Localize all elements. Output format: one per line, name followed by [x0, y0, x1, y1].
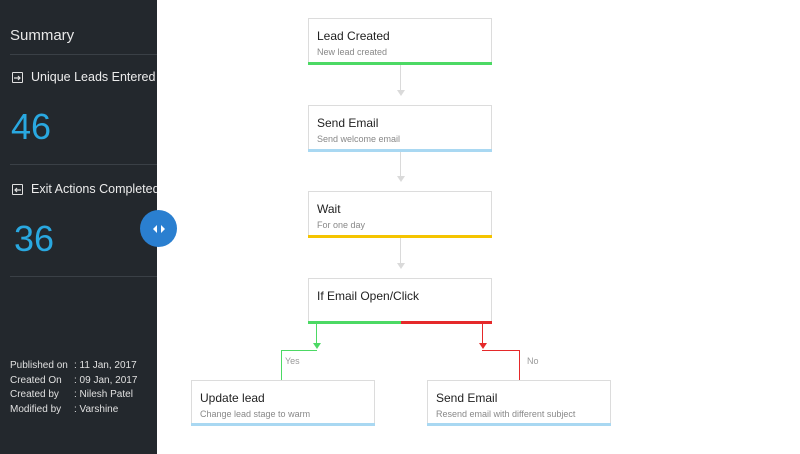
node-title: Lead Created: [317, 29, 390, 43]
node-subtitle: Resend email with different subject: [436, 409, 576, 419]
divider: [10, 54, 157, 55]
no-branch-line: [482, 350, 520, 351]
node-status-bar: [191, 423, 375, 426]
yes-branch-line: [281, 350, 317, 351]
stat-value-unique-leads: 46: [11, 106, 52, 147]
sidebar-title: Summary: [10, 27, 75, 44]
flow-node-if-email-open[interactable]: If Email Open/Click: [308, 278, 492, 324]
summary-sidebar: Summary Unique Leads Entered 46 Exit Act…: [0, 0, 157, 454]
node-status-bar: [308, 235, 492, 238]
sidebar-toggle-button[interactable]: [140, 210, 177, 247]
expand-collapse-icon: [152, 224, 165, 233]
yes-branch-label: Yes: [285, 356, 300, 366]
no-branch-line: [519, 350, 520, 380]
node-status-bar: [308, 149, 492, 152]
arrow-down-icon: [397, 176, 405, 182]
stat-label-unique-leads: Unique Leads Entered: [12, 70, 155, 84]
divider: [10, 164, 157, 165]
meta-created-by: Created by : Nilesh Patel: [10, 389, 133, 400]
node-status-bar: [427, 423, 611, 426]
node-yes-bar: [308, 321, 401, 324]
divider: [10, 276, 157, 277]
exit-icon: [12, 183, 23, 195]
node-title: Send Email: [436, 391, 498, 405]
node-title: Update lead: [200, 391, 265, 405]
node-title: Wait: [317, 202, 341, 216]
node-subtitle: Send welcome email: [317, 134, 401, 144]
yes-branch-line: [281, 350, 282, 380]
flow-node-update-lead[interactable]: Update lead Change lead stage to warm: [191, 380, 375, 426]
connector: [400, 238, 401, 263]
node-title: If Email Open/Click: [317, 289, 420, 303]
node-title: Send Email: [317, 116, 379, 130]
meta-created-on: Created On : 09 Jan, 2017: [10, 374, 138, 386]
node-subtitle: New lead created: [317, 47, 388, 57]
stat-value-exit-actions: 36: [14, 218, 55, 259]
no-branch-label: No: [527, 356, 539, 366]
flow-node-wait[interactable]: Wait For one day: [308, 191, 492, 238]
connector: [400, 152, 401, 176]
arrow-down-icon: [313, 343, 321, 349]
node-subtitle: For one day: [317, 220, 366, 230]
arrow-down-icon: [397, 263, 405, 269]
enter-icon: [12, 71, 23, 83]
connector: [400, 65, 401, 90]
no-branch-line: [482, 324, 483, 344]
node-status-bar: [308, 62, 492, 65]
node-subtitle: Change lead stage to warm: [200, 409, 311, 419]
flow-node-lead-created[interactable]: Lead Created New lead created: [308, 18, 492, 65]
flow-node-resend-email[interactable]: Send Email Resend email with different s…: [427, 380, 611, 426]
meta-published: Published on : 11 Jan, 2017: [10, 360, 137, 371]
arrow-down-icon: [479, 343, 487, 349]
meta-modified-by: Modified by : Varshine: [10, 403, 119, 415]
node-no-bar: [401, 321, 492, 324]
stat-label-exit-actions: Exit Actions Completed: [12, 182, 157, 196]
flow-node-send-email[interactable]: Send Email Send welcome email: [308, 105, 492, 152]
campaign-meta: Published on : 11 Jan, 2017 Created On :…: [10, 359, 137, 417]
yes-branch-line: [316, 324, 317, 344]
arrow-down-icon: [397, 90, 405, 96]
